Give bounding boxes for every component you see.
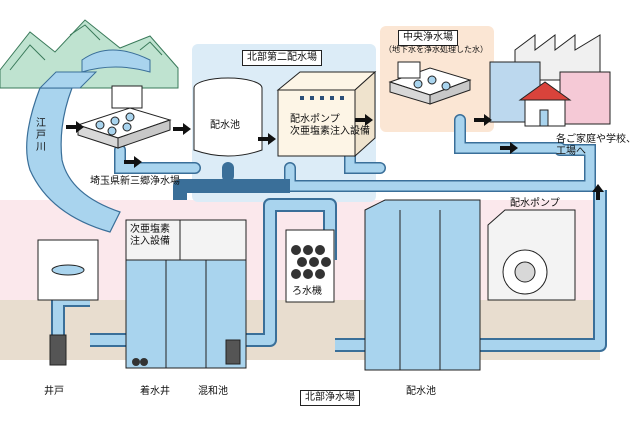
- filter-label: ろ水機: [292, 286, 322, 297]
- well-structure: [37, 239, 99, 366]
- chuo-sub-label: （地下水を浄水処理した水）: [384, 45, 488, 54]
- distribution-pump: [487, 209, 576, 301]
- well-label: 井戸: [44, 386, 64, 397]
- hokubu-daini-label: 北部第二配水場: [242, 50, 322, 66]
- hokubu-label: 北部浄水場: [300, 390, 360, 406]
- shinmisato-label: 埼玉県新三郷浄水場: [90, 176, 180, 187]
- edogawa-river: [26, 87, 121, 233]
- lower-chlorine-building: [125, 219, 181, 261]
- flow-arrows: [66, 114, 604, 200]
- edogawa-label: 江戸川: [36, 118, 46, 153]
- filter-tank: [285, 229, 335, 303]
- shinmisato-plant: [76, 85, 172, 149]
- lower-reservoir-label: 配水池: [406, 386, 436, 397]
- receiving-mixing-tanks: [125, 219, 247, 369]
- mixing-label: 混和池: [198, 386, 228, 397]
- pump-building: [276, 70, 377, 158]
- pump-right-label: 配水ポンプ: [510, 198, 560, 209]
- river-source: [38, 71, 98, 89]
- receiving-label: 着水井: [140, 386, 170, 397]
- upper-reservoir-tank: [193, 77, 263, 157]
- homes-label: 各ご家庭や学校、 工場へ: [556, 134, 636, 157]
- city-buildings: [489, 34, 611, 127]
- chuo-title-label: 中央浄水場: [398, 30, 458, 46]
- lower-reservoir: [364, 199, 481, 371]
- lower-chlorine-label: 次亜塩素 注入設備: [130, 224, 170, 247]
- upper-reservoir-label: 配水池: [210, 120, 240, 131]
- pump-chlorine-label: 配水ポンプ 次亜塩素注入設備: [290, 114, 370, 137]
- chuo-plant: [388, 61, 472, 105]
- mountains: [0, 19, 179, 89]
